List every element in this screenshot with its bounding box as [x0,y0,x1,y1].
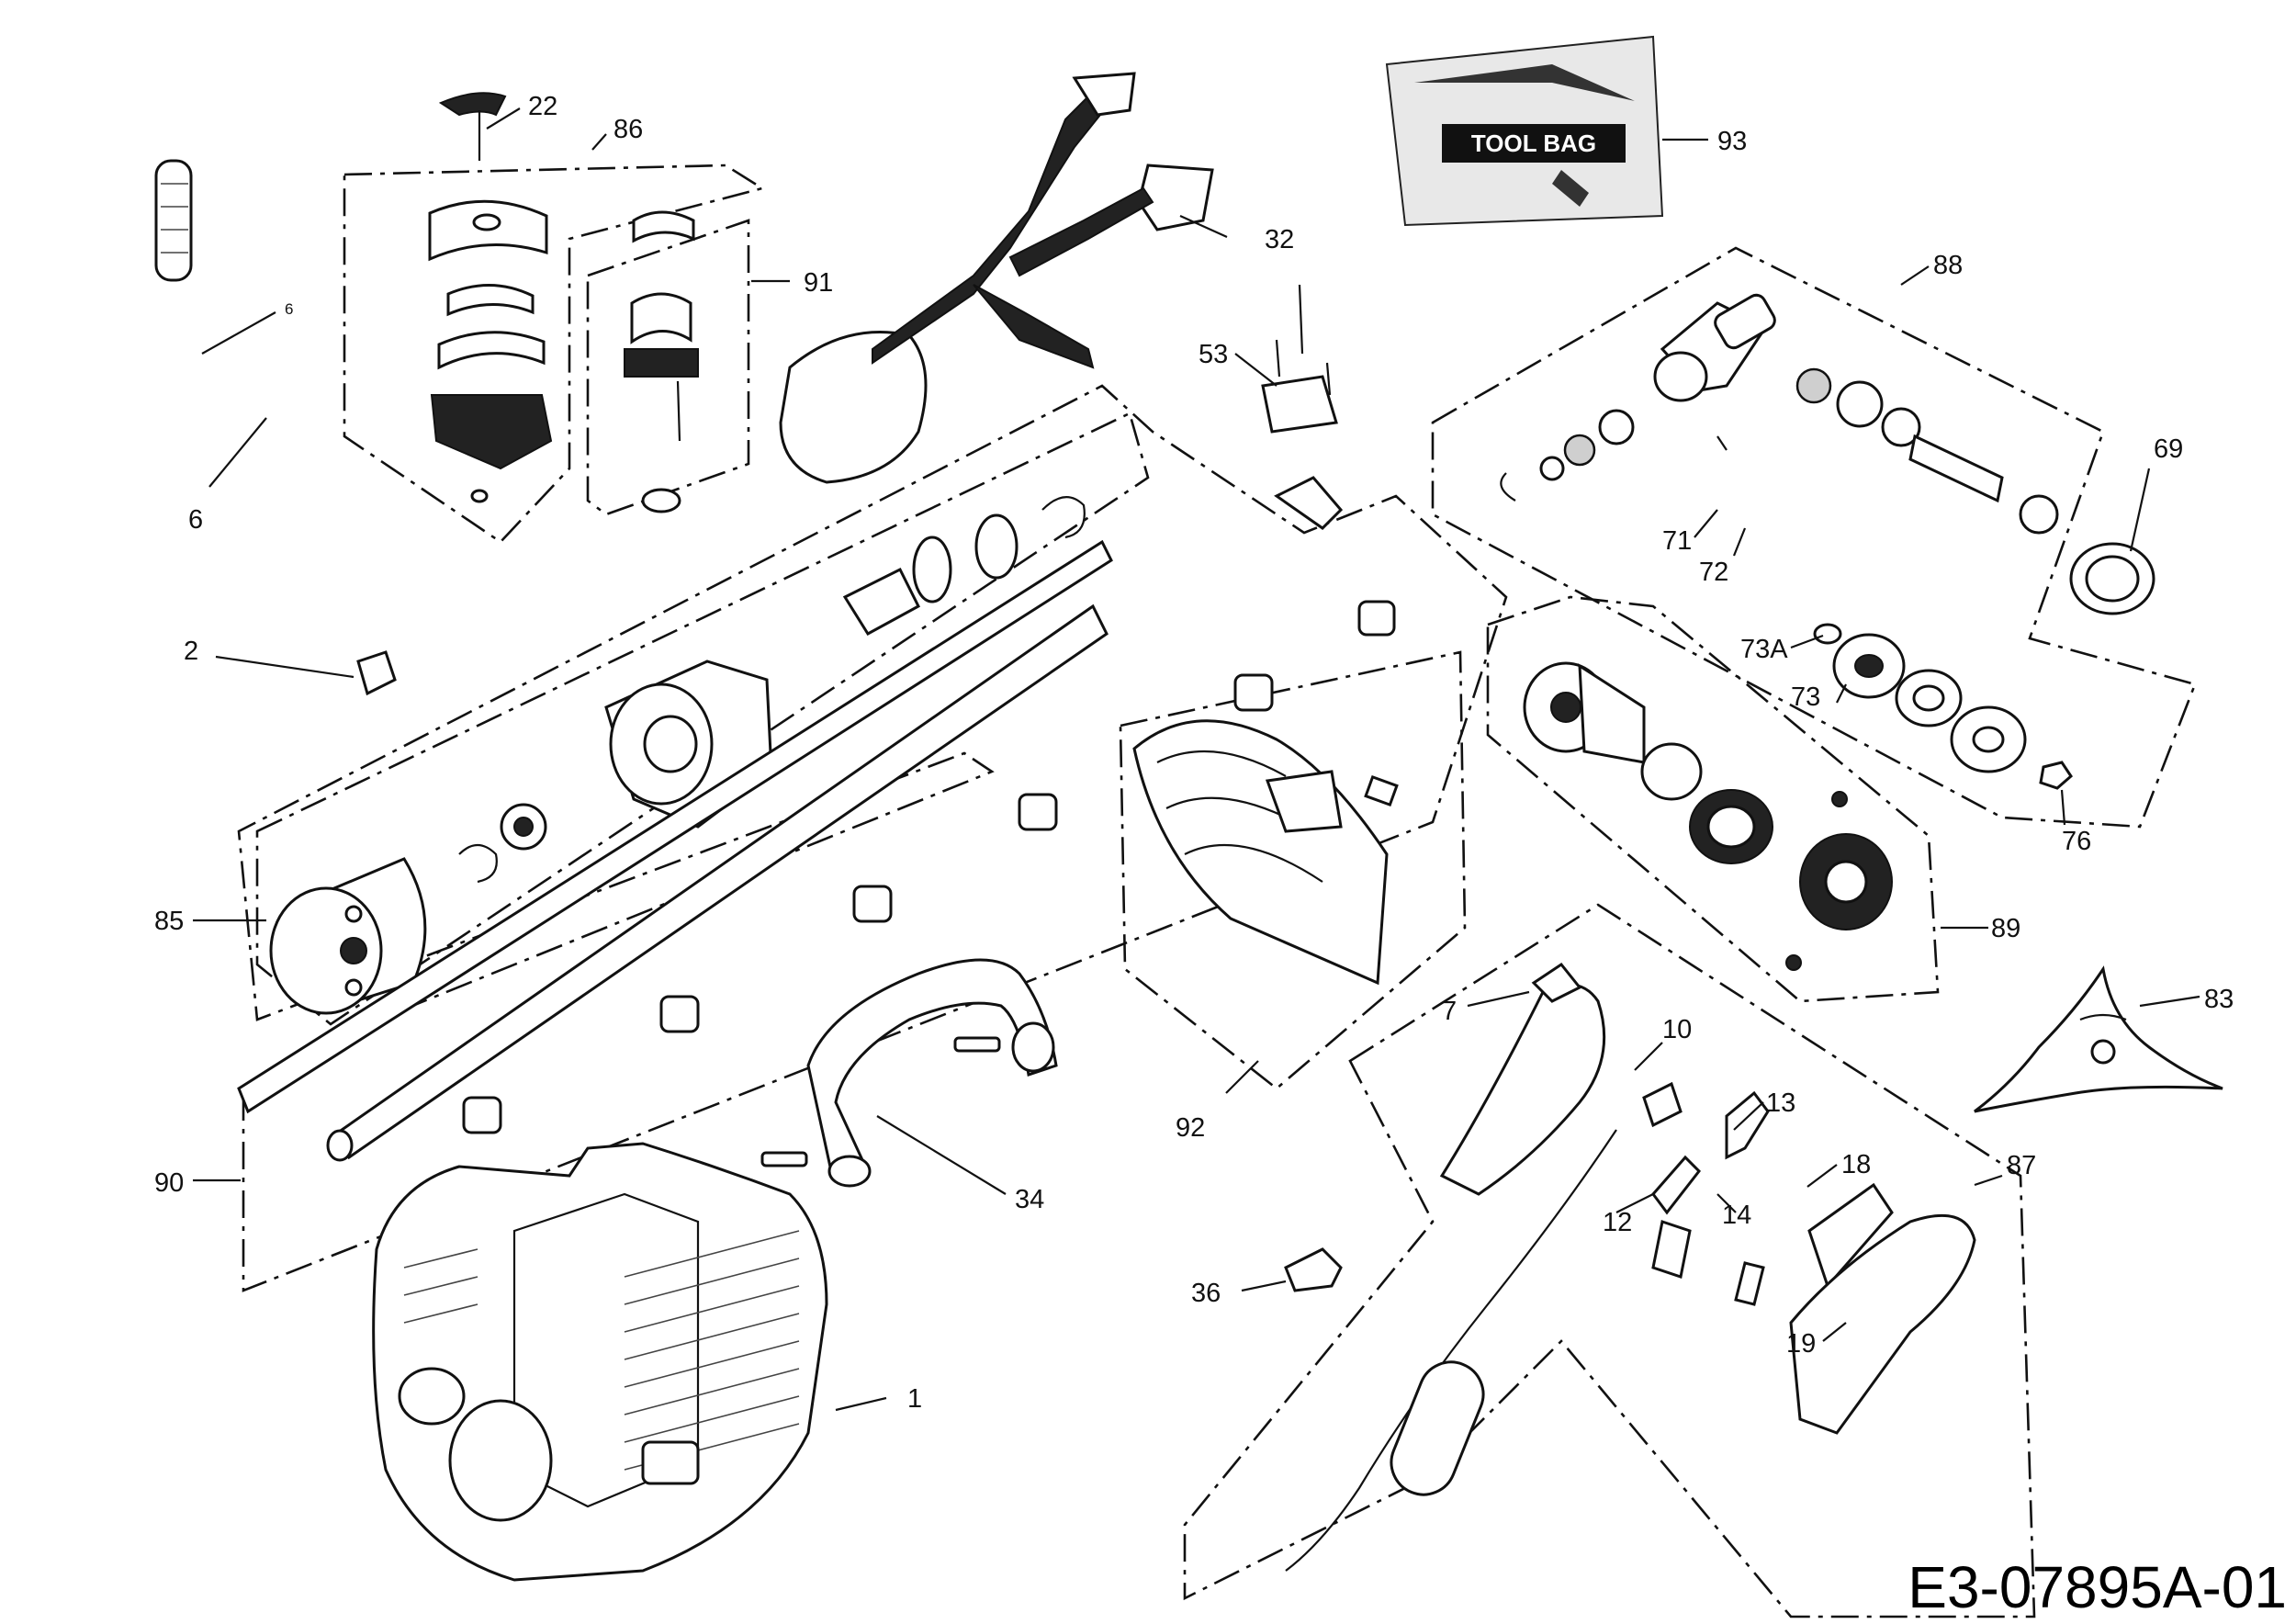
callout-18: 18 [1841,1150,1871,1179]
gear-head-part [1500,293,2059,535]
group-86-outline [343,164,766,544]
callout-73a: 73A [1740,635,1788,664]
handle-bar-end [641,488,681,513]
tool-bag-label: TOOL BAG [1471,130,1596,157]
callout-85: 85 [154,907,184,936]
callout-32: 32 [1265,225,1294,254]
leader-lines [193,107,2200,1412]
callout-2: 2 [184,637,198,666]
engine-part [372,1142,828,1582]
group-90-outline [237,384,1508,1292]
group-89-outline [1486,595,1940,1003]
callout-53: 53 [1199,340,1228,369]
callout-83: 83 [2204,985,2234,1014]
callout-14: 14 [1722,1201,1751,1230]
handle-bar-part [154,159,681,669]
callout-10: 10 [1662,1015,1692,1044]
callout-91: 91 [804,268,833,298]
group-91-outline [586,219,750,516]
callout-90: 90 [154,1168,184,1198]
harness-part [779,72,1214,484]
callout-6-small: 6 [285,300,293,318]
group-92-outline [1119,650,1467,1090]
drawing-code: E3-07895A-01 [1908,1554,2287,1620]
drive-shaft-part [237,476,1396,1162]
callout-labels: 22 86 6 6 91 32 93 88 53 69 71 72 73A 73… [154,92,2234,1414]
callout-86: 86 [613,115,643,144]
callout-12: 12 [1603,1208,1632,1237]
guard-part [1132,719,1399,986]
callout-89: 89 [1991,914,2020,943]
callout-36: 36 [1191,1279,1221,1308]
trimmer-head-part [1523,661,1893,971]
tool-bag-part: TOOL BAG [1385,35,1664,227]
callout-73: 73 [1791,682,1820,712]
clamp-insert-part [624,210,699,442]
throttle-handle-part [1285,962,1976,1572]
callout-87: 87 [2007,1151,2036,1180]
callout-88: 88 [1933,251,1963,280]
callout-13: 13 [1766,1088,1795,1118]
group-88-outline [1431,246,2197,829]
callout-22: 22 [528,92,557,121]
callout-1: 1 [907,1384,922,1414]
callout-7: 7 [1442,997,1457,1026]
callout-93: 93 [1717,127,1747,156]
group-87-outline [1183,903,2036,1618]
callout-71: 71 [1662,526,1692,556]
blade-part [1974,965,2223,1113]
loop-handle-part [760,958,1058,1188]
callout-76: 76 [2062,827,2091,856]
callout-69: 69 [2154,434,2183,464]
callout-6: 6 [188,505,203,535]
knob-bolt-part [438,92,507,161]
callout-34: 34 [1015,1185,1044,1214]
callout-19: 19 [1786,1329,1816,1359]
small-clips-part [356,650,1343,1292]
handle-grip [154,159,193,282]
handle-clamp-part [428,199,553,503]
callout-72: 72 [1699,558,1728,587]
cover-disc-parts [1813,542,2155,790]
callout-92: 92 [1176,1113,1205,1143]
guard-bracket-part [1261,284,1338,434]
